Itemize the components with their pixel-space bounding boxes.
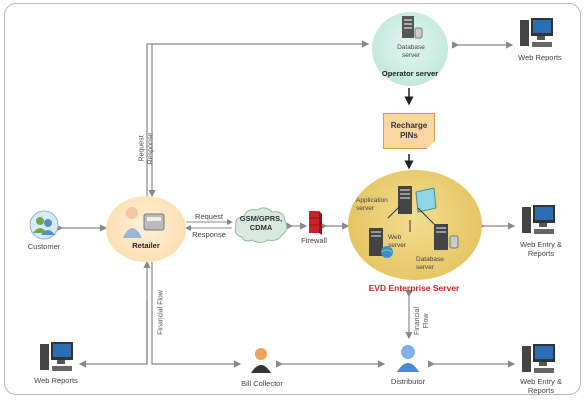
recharge-pins-note: Recharge PINs [383,113,435,149]
web-reports-bottom-label: Web Reports [34,376,78,385]
financial-flow-retailer-label: Financial Flow [157,290,165,335]
server-icon [402,16,423,39]
web-server-label: Web server [388,234,407,249]
distributor-label: Distributor [390,377,426,386]
evd-internal-links [387,205,435,232]
operator-db-label: Database server [397,44,425,59]
person-icon [251,348,271,373]
operator-server-label: Operator server [381,69,439,78]
cloud-icon [234,207,288,243]
person-icon [123,207,165,238]
server-icon [398,186,437,214]
firewall-label: Firewall [301,236,327,245]
server-icon [434,224,459,250]
response-label: Response [192,230,226,239]
customer-icon [29,210,59,240]
computer-icon [522,205,555,234]
link-retailer-billcollector [78,260,242,368]
computer-icon [40,342,73,371]
evd-server-ellipse [348,170,482,280]
request-label: Request [195,212,223,221]
web-entry-bottom-label: Web Entry & Reports [520,377,562,395]
computer-icon [522,344,555,373]
retailer-label: Retailer [132,241,160,250]
customer-label: Customer [27,242,61,251]
web-entry-top-label: Web Entry & Reports [520,240,562,258]
response-vertical-label: Response [147,132,155,165]
link-retailer-operator [146,40,370,198]
person-icon [397,345,419,372]
diagram-frame [4,3,581,395]
computer-icon [520,18,553,47]
financial-flow-distributor-label: Financial Flow [414,307,430,336]
evd-db-label: Database server [416,256,444,271]
network-label: GSM/GPRS, CDMA [239,214,283,232]
app-server-label: Application server [356,197,388,212]
server-icon [369,228,393,258]
bill-collector-label: Bill Collector [241,379,283,388]
web-reports-top-label: Web Reports [518,53,562,62]
request-vertical-label: Request [138,135,146,162]
firewall-icon [309,211,322,235]
evd-server-label: EVD Enterprise Server [368,283,460,293]
